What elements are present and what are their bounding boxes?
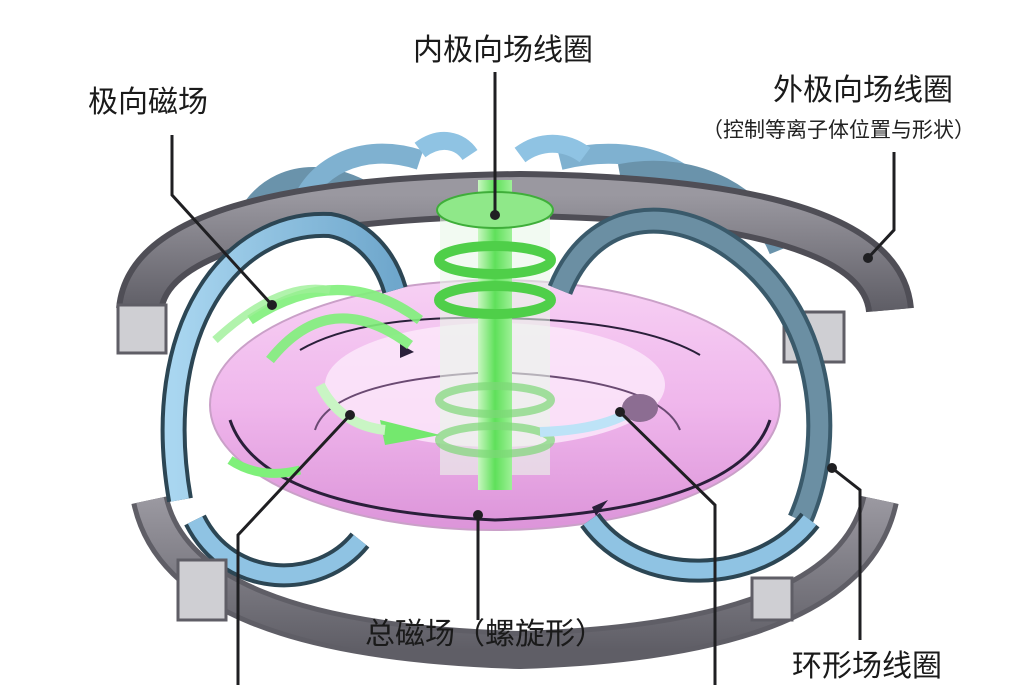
label-total-field: 总磁场（螺旋形） (365, 617, 605, 652)
label-poloidal-field: 极向磁场 (88, 85, 208, 120)
inner-poloidal-coil (434, 180, 556, 490)
lower-coil-end-left (176, 558, 228, 622)
label-inner-poloidal-coil: 内极向场线圈 (413, 33, 593, 68)
toroidal-coils-front (160, 207, 833, 588)
label-outer-poloidal-coil: 外极向场线圈 (773, 73, 953, 108)
lower-coil-end-right (750, 576, 794, 622)
label-outer-poloidal-coil-note: （控制等离子体位置与形状） (702, 118, 975, 142)
leader-lines (170, 72, 896, 685)
label-toroidal-coil: 环形场线圈 (792, 649, 942, 684)
leader-dots (267, 210, 873, 520)
